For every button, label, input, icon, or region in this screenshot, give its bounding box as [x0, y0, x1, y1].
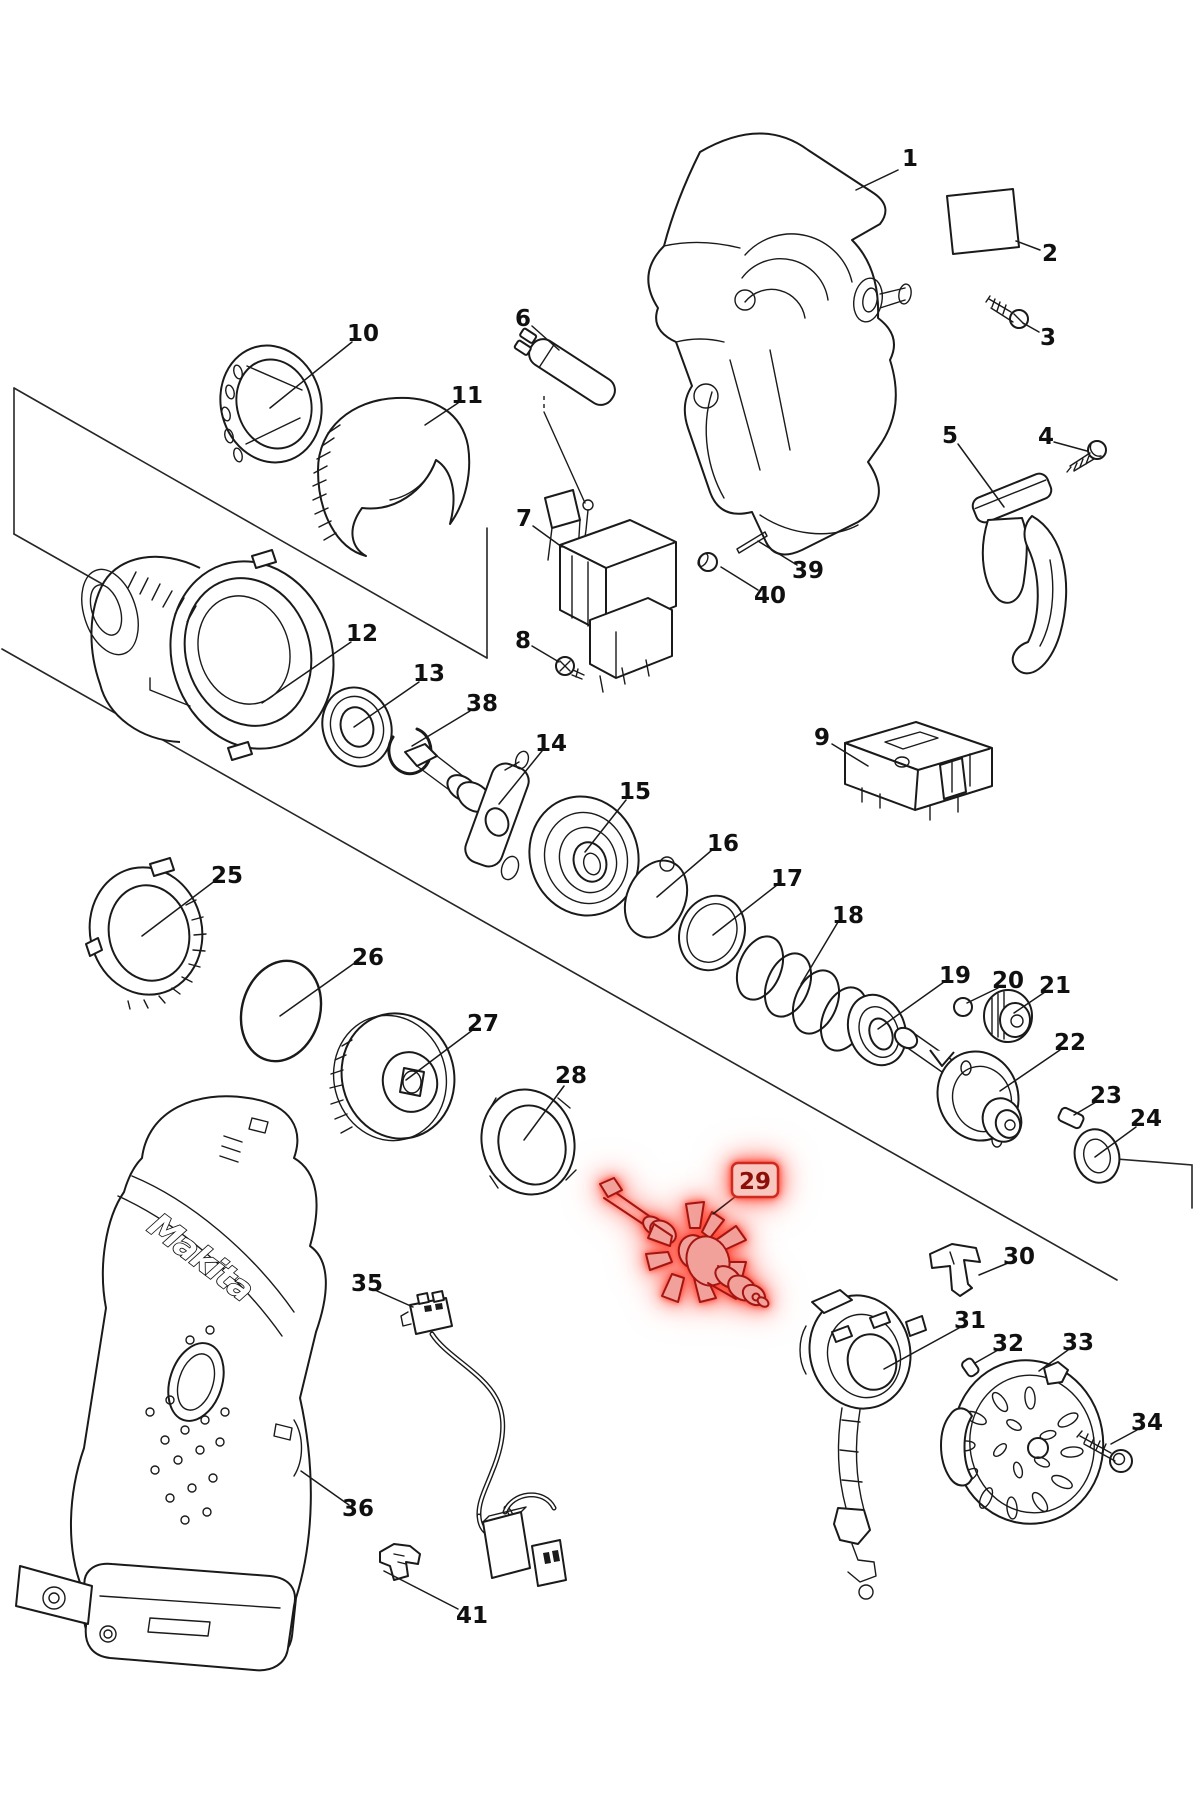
- part-16-washer: [623, 856, 689, 939]
- part-label-20[interactable]: 20: [992, 968, 1024, 994]
- part-label-7[interactable]: 7: [516, 506, 532, 532]
- part-36-housing: Makita: [15, 1095, 327, 1672]
- part-9-terminal: [844, 721, 993, 821]
- part-label-22[interactable]: 22: [1054, 1030, 1086, 1056]
- part-label-1[interactable]: 1: [902, 146, 918, 172]
- part-label-8[interactable]: 8: [515, 628, 531, 654]
- part-28-retainer: [480, 1088, 577, 1196]
- part-30-clip: [929, 1243, 981, 1297]
- part-label-19[interactable]: 19: [939, 963, 971, 989]
- part-40-cap: [697, 552, 718, 572]
- part-label-9[interactable]: 9: [814, 725, 830, 751]
- part-13-washer: [321, 686, 393, 768]
- part-label-26[interactable]: 26: [352, 945, 384, 971]
- part-label-34[interactable]: 34: [1131, 1410, 1163, 1436]
- part-label-15[interactable]: 15: [619, 779, 651, 805]
- part-label-29: 29: [739, 1169, 771, 1195]
- part-label-3[interactable]: 3: [1040, 325, 1056, 351]
- part-label-12[interactable]: 12: [346, 621, 378, 647]
- part-22-spindle: [893, 1026, 1023, 1148]
- part-17-o-ring: [678, 894, 746, 972]
- part-label-36[interactable]: 36: [342, 1496, 374, 1522]
- part-6-switch-lever: [513, 327, 616, 504]
- part-31-brush-holder: [799, 1289, 927, 1600]
- part-14-anvil: [404, 743, 530, 881]
- part-12-hammer-case: [81, 549, 335, 761]
- grip-dots: [145, 1325, 230, 1525]
- part-label-39[interactable]: 39: [792, 558, 824, 584]
- leader-lines: [141, 169, 1138, 1610]
- part-label-35[interactable]: 35: [351, 1271, 383, 1297]
- part-label-14[interactable]: 14: [535, 731, 567, 757]
- part-label-40[interactable]: 40: [754, 583, 786, 609]
- part-label-16[interactable]: 16: [707, 831, 739, 857]
- part-7-switch: [544, 489, 677, 693]
- axis-lines: [1, 387, 1193, 1281]
- part-27-cam: [329, 1012, 456, 1142]
- part-5-trigger: [971, 472, 1068, 675]
- part-4-screw: [1066, 440, 1107, 473]
- part-label-24[interactable]: 24: [1130, 1106, 1162, 1132]
- part-10-ring: [219, 344, 323, 464]
- part-label-23[interactable]: 23: [1090, 1083, 1122, 1109]
- part-26-o-ring: [239, 959, 323, 1063]
- part-33-rear-cover: [940, 1359, 1105, 1525]
- part-label-6[interactable]: 6: [515, 306, 531, 332]
- part-32-pin: [961, 1357, 980, 1378]
- part-29-armature: [599, 1177, 770, 1308]
- part-label-38[interactable]: 38: [466, 691, 498, 717]
- part-label-10[interactable]: 10: [347, 321, 379, 347]
- part-label-33[interactable]: 33: [1062, 1330, 1094, 1356]
- part-23-pin: [1057, 1106, 1085, 1130]
- part-label-28[interactable]: 28: [555, 1063, 587, 1089]
- part-21-gear: [983, 989, 1033, 1043]
- part-label-17[interactable]: 17: [771, 866, 803, 892]
- part-label-25[interactable]: 25: [211, 863, 243, 889]
- part-3-screw: [985, 295, 1029, 329]
- part-34-screw: [1076, 1430, 1133, 1473]
- part-11-bumper: [312, 396, 471, 557]
- part-label-27[interactable]: 27: [467, 1011, 499, 1037]
- part-18-spring: [735, 935, 869, 1052]
- part-15-bearing: [528, 795, 640, 917]
- part-label-13[interactable]: 13: [413, 661, 445, 687]
- part-label-11[interactable]: 11: [451, 383, 483, 409]
- part-38-snap-ring: [387, 727, 433, 776]
- part-label-29-highlight[interactable]: 29: [730, 1161, 780, 1199]
- part-19-washer: [846, 993, 908, 1067]
- part-label-31[interactable]: 31: [954, 1308, 986, 1334]
- part-label-5[interactable]: 5: [942, 423, 958, 449]
- part-20-ball: [953, 997, 973, 1017]
- part-41-clip: [379, 1543, 421, 1581]
- part-label-21[interactable]: 21: [1039, 973, 1071, 999]
- part-1-housing: [647, 132, 912, 556]
- part-label-30[interactable]: 30: [1003, 1244, 1035, 1270]
- part-label-41[interactable]: 41: [456, 1603, 488, 1629]
- part-39-pin: [736, 531, 768, 554]
- part-label-2[interactable]: 2: [1042, 241, 1058, 267]
- part-label-18[interactable]: 18: [832, 903, 864, 929]
- part-35-lead-wire: [400, 1290, 567, 1587]
- part-8-screw: [555, 656, 585, 680]
- part-label-4[interactable]: 4: [1038, 424, 1054, 450]
- part-2-nameplate: [946, 188, 1020, 255]
- part-25-ring-gear: [85, 857, 207, 1010]
- part-label-32[interactable]: 32: [992, 1331, 1024, 1357]
